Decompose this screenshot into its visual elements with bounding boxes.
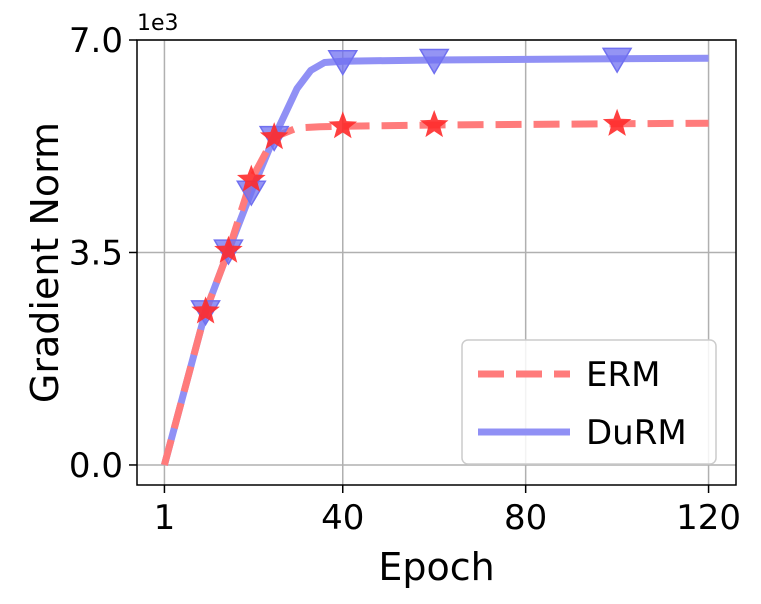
erm-star-marker bbox=[602, 108, 632, 136]
erm-star-marker bbox=[259, 122, 289, 150]
x-tick-label: 40 bbox=[321, 498, 364, 538]
y-tick-label: 0.0 bbox=[69, 446, 123, 486]
durm-triangle-marker bbox=[418, 48, 450, 75]
ticks: 1 40 80 120 0.0 3.5 7.0 bbox=[69, 21, 741, 538]
legend: ERM DuRM bbox=[461, 339, 717, 465]
series-line-erm bbox=[161, 119, 709, 466]
erm-star-marker bbox=[328, 111, 357, 139]
erm-star-marker bbox=[419, 110, 449, 138]
y-tick-label: 3.5 bbox=[69, 233, 123, 273]
erm-star-marker bbox=[214, 235, 243, 263]
plot-frame bbox=[136, 39, 737, 486]
legend-label-erm: ERM bbox=[586, 355, 660, 395]
y-offset-label: 1e3 bbox=[137, 11, 179, 36]
x-tick-label: 80 bbox=[504, 498, 547, 538]
legend-label-durm: DuRM bbox=[586, 413, 687, 453]
x-tick-label: 120 bbox=[676, 498, 741, 538]
erm-star-marker bbox=[237, 164, 266, 192]
y-axis-title: Gradient Norm bbox=[23, 122, 67, 403]
x-axis-title: Epoch bbox=[378, 545, 494, 589]
erm-star-marker bbox=[191, 296, 220, 324]
series-layer bbox=[161, 47, 709, 466]
durm-triangle-marker bbox=[327, 49, 359, 77]
durm-triangle-marker bbox=[601, 47, 633, 74]
y-tick-label: 7.0 bbox=[69, 21, 123, 61]
x-tick-label: 1 bbox=[154, 498, 176, 538]
